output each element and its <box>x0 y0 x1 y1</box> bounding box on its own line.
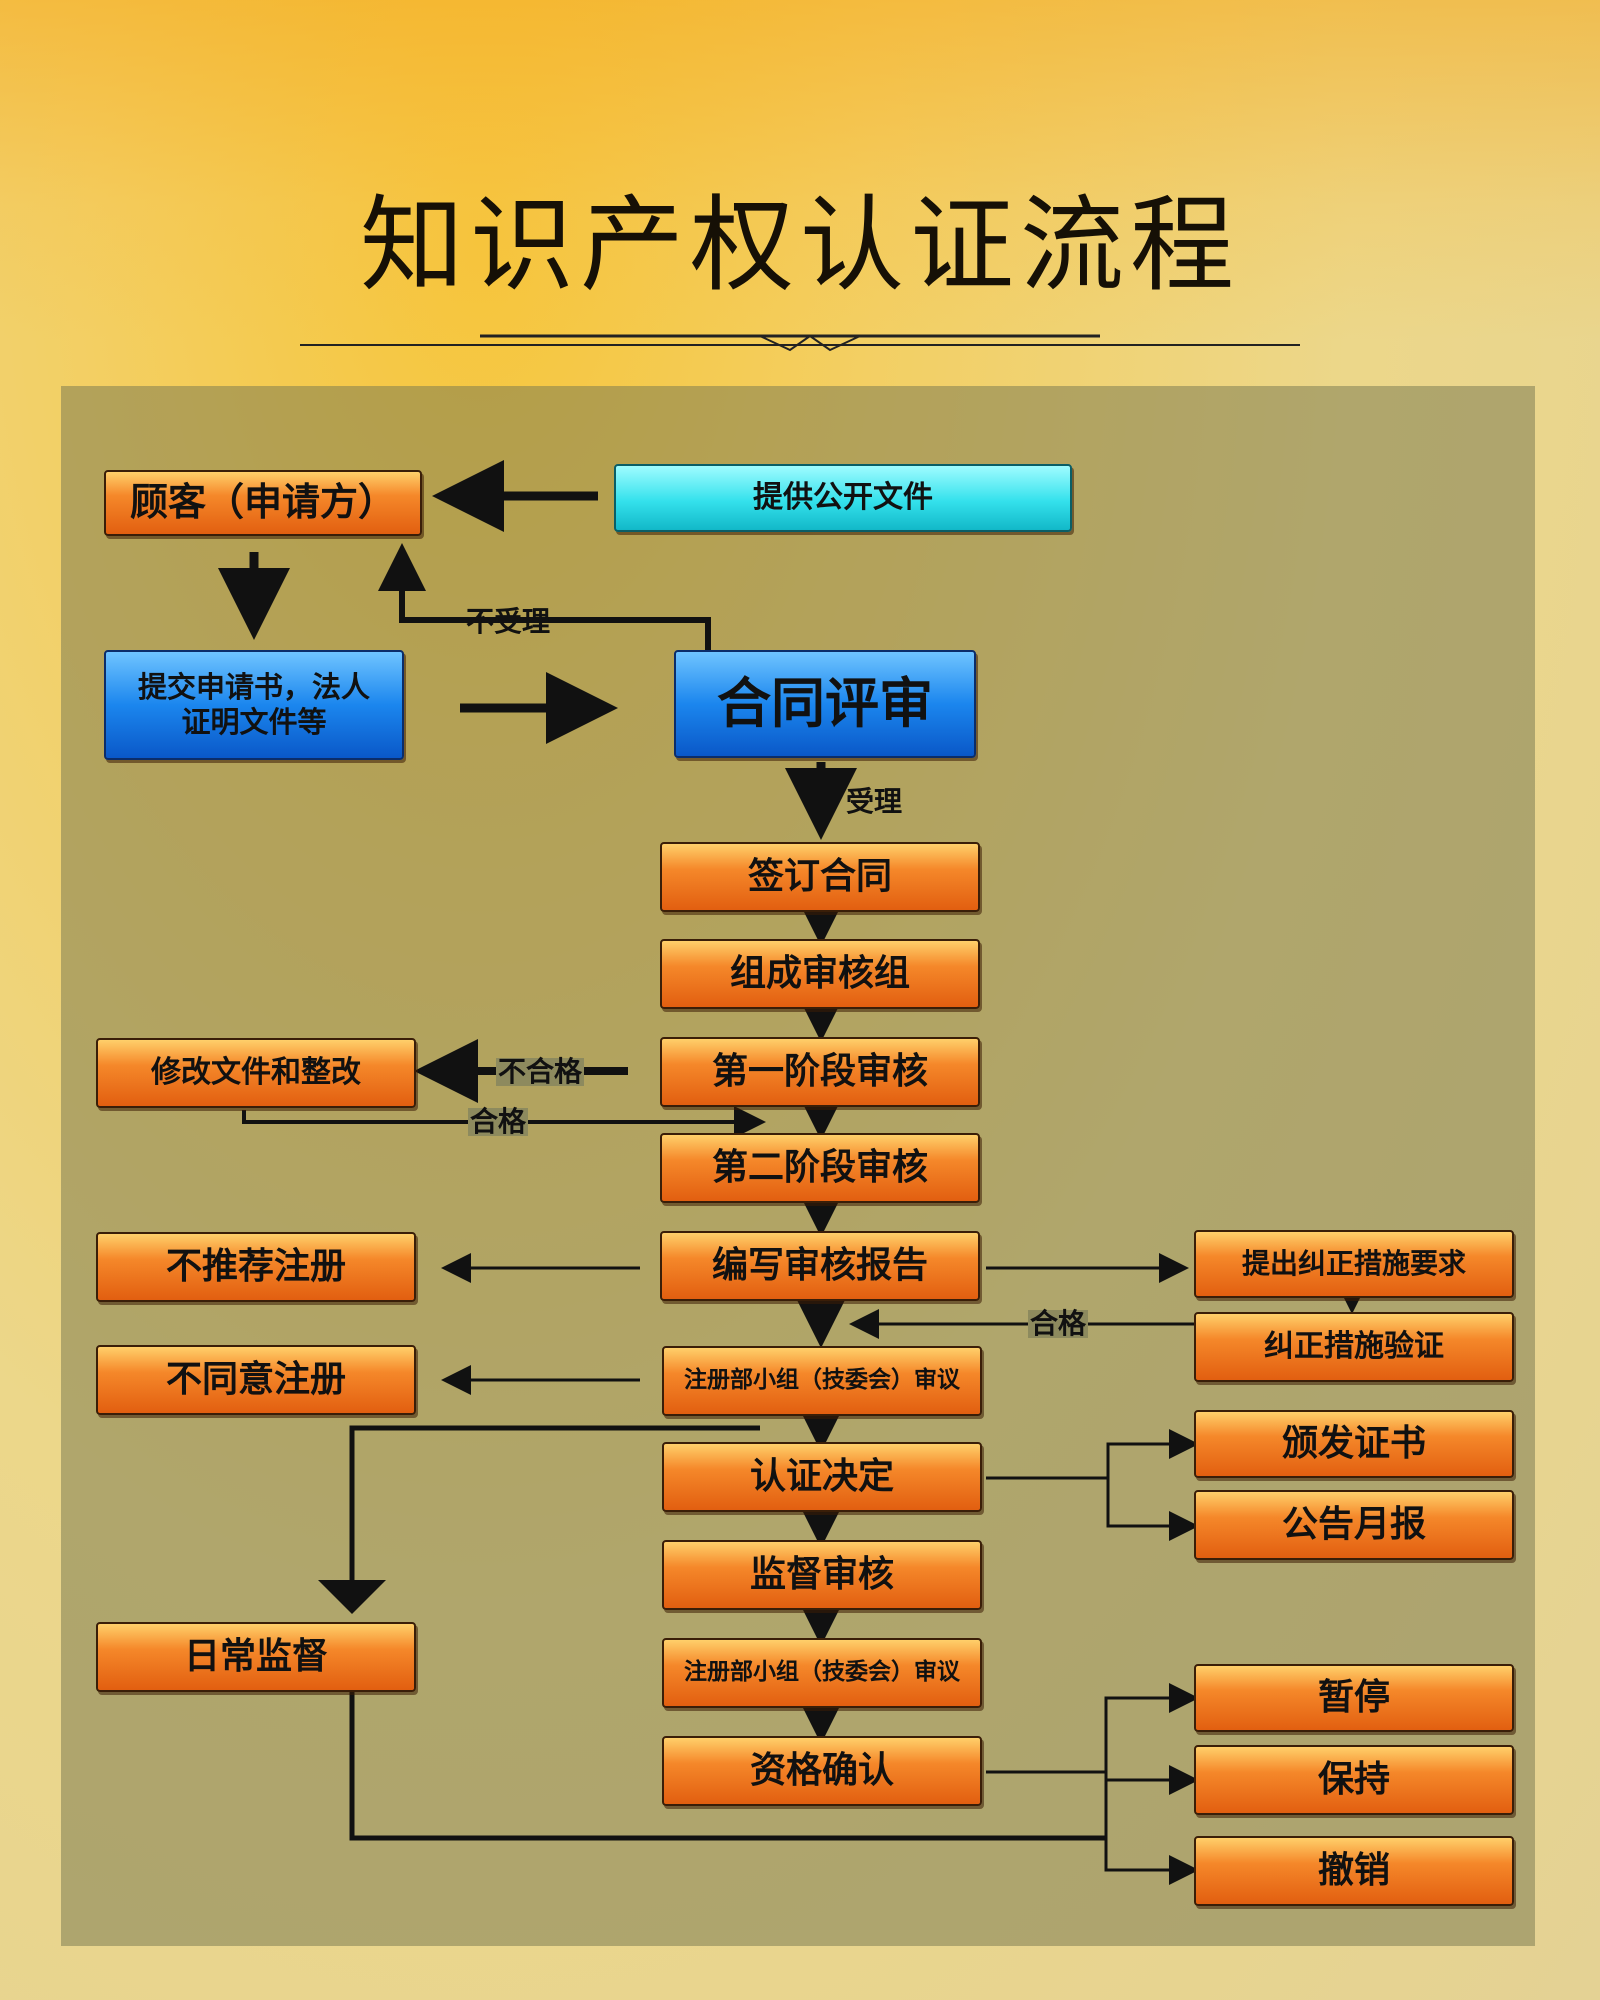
node-public-docs: 提供公开文件 <box>614 464 1072 532</box>
node-customer: 顾客（申请方） <box>104 470 422 536</box>
node-maintain: 保持 <box>1194 1745 1514 1815</box>
label-pass-verify: 合格 <box>1028 1307 1089 1340</box>
label-pass: 合格 <box>468 1105 529 1138</box>
node-revoke: 撤销 <box>1194 1836 1514 1906</box>
node-issue-cert: 颁发证书 <box>1194 1410 1514 1478</box>
node-stage1: 第一阶段审核 <box>660 1037 980 1107</box>
node-corrective-req: 提出纠正措施要求 <box>1194 1230 1514 1298</box>
node-surveil-audit: 监督审核 <box>662 1540 982 1610</box>
node-sign: 签订合同 <box>660 842 980 912</box>
label-accepted: 受理 <box>846 785 903 818</box>
node-corrective-verify: 纠正措施验证 <box>1194 1312 1514 1382</box>
node-contract-review: 合同评审 <box>674 650 976 758</box>
label-not-accepted: 不受理 <box>466 605 551 638</box>
label-fail: 不合格 <box>496 1055 585 1088</box>
node-modify: 修改文件和整改 <box>96 1038 416 1108</box>
node-no-recommend: 不推荐注册 <box>96 1232 416 1302</box>
node-daily: 日常监督 <box>96 1622 416 1692</box>
header-glow <box>0 0 1600 340</box>
arrow-not-accepted <box>378 543 711 652</box>
node-no-agree: 不同意注册 <box>96 1345 416 1415</box>
node-report: 编写审核报告 <box>660 1231 980 1301</box>
node-suspend: 暂停 <box>1194 1664 1514 1732</box>
node-review1: 注册部小组（技委会）审议 <box>662 1346 982 1416</box>
node-submit: 提交申请书，法人证明文件等 <box>104 650 404 760</box>
node-decision: 认证决定 <box>662 1442 982 1512</box>
arrow-pass <box>242 1106 766 1138</box>
node-review2: 注册部小组（技委会）审议 <box>662 1638 982 1708</box>
node-announce: 公告月报 <box>1194 1490 1514 1560</box>
node-stage2: 第二阶段审核 <box>660 1133 980 1203</box>
node-team: 组成审核组 <box>660 939 980 1009</box>
page-title: 知识产权认证流程 <box>359 184 1240 306</box>
node-qualify: 资格确认 <box>662 1736 982 1806</box>
